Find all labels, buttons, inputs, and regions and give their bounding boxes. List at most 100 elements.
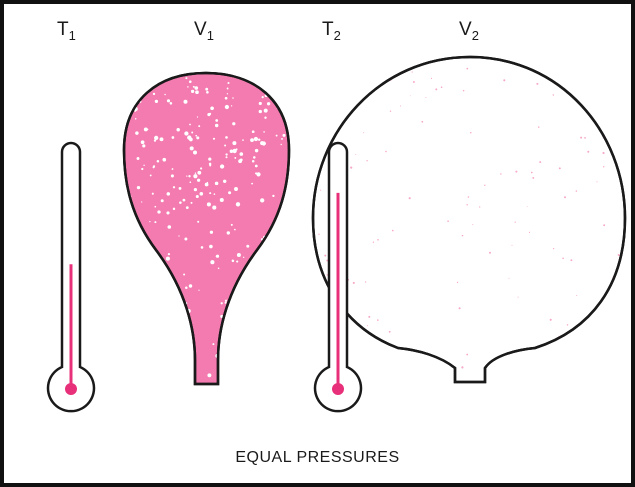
gas-fleck — [176, 128, 180, 132]
gas-dot — [381, 348, 383, 351]
gas-dot — [327, 120, 329, 123]
gas-dot — [574, 370, 576, 371]
gas-dot — [319, 294, 322, 297]
gas-dot — [456, 281, 459, 284]
gas-dot — [612, 374, 614, 376]
gas-fleck — [134, 109, 137, 112]
gas-fleck — [239, 158, 243, 162]
gas-dot — [617, 157, 620, 159]
gas-fleck — [158, 78, 162, 82]
gas-fleck — [260, 80, 265, 84]
gas-dot — [363, 132, 365, 134]
gas-dot — [466, 67, 469, 70]
gas-fleck — [252, 325, 255, 328]
gas-fleck — [188, 284, 193, 288]
gas-dot — [584, 137, 586, 139]
gas-dot — [318, 233, 320, 235]
gas-fleck — [262, 320, 266, 324]
gas-fleck — [259, 277, 262, 280]
gas-dot — [528, 231, 531, 233]
gas-fleck — [153, 343, 156, 346]
gas-fleck — [195, 194, 199, 199]
gas-fleck — [230, 223, 233, 226]
gas-fleck — [162, 266, 166, 270]
gas-fleck — [160, 269, 162, 271]
gas-dot — [575, 190, 578, 192]
gas-dot — [553, 248, 555, 250]
gas-fleck — [266, 102, 271, 106]
gas-dot — [412, 81, 415, 83]
gas-dot — [562, 372, 564, 374]
gas-dot — [352, 281, 355, 284]
gas-fleck — [227, 81, 230, 85]
gas-dot — [573, 77, 575, 80]
gas-dot — [316, 117, 319, 120]
label-t1-subscript: 1 — [68, 28, 76, 43]
gas-fleck — [253, 288, 258, 292]
gas-fleck — [130, 374, 134, 378]
gas-dot — [371, 347, 373, 348]
gas-dot — [588, 329, 590, 332]
gas-fleck — [166, 211, 170, 215]
gas-fleck — [210, 106, 214, 111]
gas-fleck — [263, 108, 268, 113]
gas-fleck — [208, 112, 212, 116]
gas-dot — [328, 72, 330, 74]
gas-fleck — [226, 231, 230, 235]
gas-fleck — [159, 137, 164, 142]
gas-fleck — [154, 135, 159, 141]
gas-fleck — [270, 351, 274, 356]
gas-fleck — [253, 368, 258, 373]
gas-fleck — [232, 97, 234, 99]
gas-fleck — [246, 244, 250, 248]
gas-fleck — [234, 156, 237, 159]
gas-fleck — [212, 205, 217, 210]
label-t2: T2 — [322, 20, 341, 42]
gas-fleck — [200, 246, 204, 249]
gas-fleck — [209, 192, 212, 195]
gas-fleck — [232, 148, 237, 154]
gas-fleck — [185, 206, 189, 210]
gas-dot — [317, 166, 320, 169]
gas-dot — [430, 77, 433, 79]
gas-fleck — [225, 153, 228, 156]
gas-fleck — [236, 260, 239, 263]
gas-dot — [589, 363, 591, 366]
gas-fleck — [195, 134, 198, 137]
caption-equal-pressures: EQUAL PRESSURES — [235, 449, 400, 466]
gas-dot — [372, 241, 375, 243]
gas-fleck — [152, 165, 156, 168]
gas-dot — [462, 89, 465, 92]
gas-dot — [556, 66, 558, 68]
gas-fleck — [226, 93, 229, 95]
gas-fleck — [229, 344, 232, 348]
gas-fleck — [171, 168, 174, 170]
gas-fleck — [258, 101, 262, 106]
gas-fleck — [232, 141, 237, 146]
gas-fleck — [244, 292, 247, 295]
gas-dot — [374, 351, 376, 353]
gas-dot — [409, 95, 411, 97]
gas-dot — [377, 239, 379, 241]
gas-dot — [399, 105, 402, 107]
gas-dot — [583, 366, 585, 369]
balloon-v2-envelope — [311, 55, 627, 384]
label-v1-subscript: 1 — [206, 28, 214, 43]
gas-dot — [410, 363, 412, 365]
gas-dot — [388, 330, 391, 333]
gas-fleck — [243, 256, 245, 258]
gas-fleck — [196, 116, 199, 118]
gas-fleck — [263, 131, 265, 133]
gas-dot — [479, 206, 481, 208]
gas-fleck — [215, 254, 220, 258]
gas-dot — [617, 357, 620, 359]
gas-fleck — [142, 144, 146, 148]
gas-fleck — [237, 298, 241, 302]
gas-fleck — [154, 205, 157, 208]
gas-dot — [621, 308, 624, 311]
gas-fleck — [141, 260, 143, 262]
gas-dot — [370, 346, 373, 349]
gas-dot — [458, 307, 461, 310]
gas-dot — [314, 270, 316, 272]
gas-fleck — [198, 125, 201, 128]
